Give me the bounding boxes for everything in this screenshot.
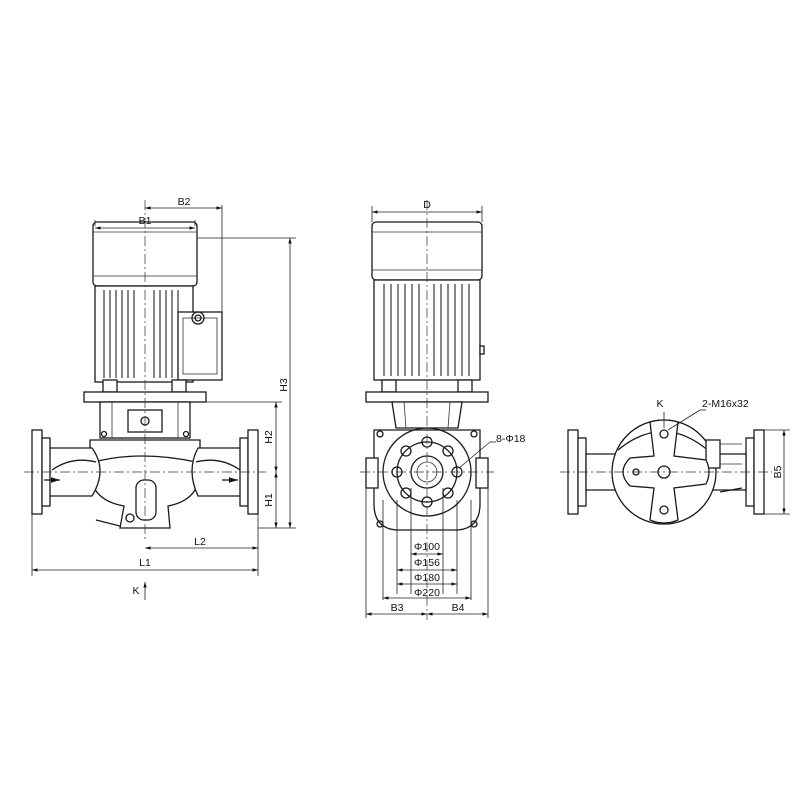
side-motor-cooling-fins bbox=[383, 284, 470, 376]
dim-thread: 2-M16x32 bbox=[702, 398, 749, 410]
top-view: K 2-M16x32 B5 bbox=[560, 398, 790, 525]
front-view: B1 B2 H3 H2 H1 L2 L1 K bbox=[24, 196, 296, 600]
dim-b5: B5 bbox=[772, 465, 784, 478]
motor-body bbox=[94, 285, 194, 383]
top-view-k-label: K bbox=[656, 398, 663, 410]
cable-gland bbox=[191, 311, 205, 325]
dim-l2: L2 bbox=[194, 536, 206, 548]
side-lantern-bracket bbox=[391, 401, 463, 429]
top-tapped-hole-2 bbox=[659, 505, 669, 515]
top-cross-support bbox=[622, 419, 710, 524]
dim-d: D bbox=[423, 199, 431, 211]
view-k-label: K bbox=[132, 585, 139, 597]
dim-b3: B3 bbox=[391, 602, 404, 614]
dim-dia-180: Φ180 bbox=[414, 572, 440, 584]
side-view: D 8-Φ18 Φ100 Φ156 Φ180 Φ220 B3 B4 bbox=[360, 199, 526, 620]
dim-b1: B1 bbox=[139, 215, 152, 227]
dim-dia-156: Φ156 bbox=[414, 557, 440, 569]
dim-dia-220: Φ220 bbox=[414, 587, 440, 599]
terminal-box bbox=[177, 311, 223, 381]
dim-b2: B2 bbox=[178, 196, 191, 208]
dim-h3: H3 bbox=[278, 378, 290, 392]
top-tapped-hole-1 bbox=[659, 429, 669, 439]
dim-h2: H2 bbox=[263, 430, 275, 444]
motor-cooling-fins bbox=[103, 290, 179, 378]
dim-bolt-holes: 8-Φ18 bbox=[496, 433, 526, 445]
pump-drain-boss bbox=[135, 479, 157, 521]
top-discharge-nozzle bbox=[705, 439, 721, 469]
dim-h1: H1 bbox=[263, 493, 275, 507]
dim-dia-100: Φ100 bbox=[414, 541, 440, 553]
dim-b4: B4 bbox=[452, 602, 465, 614]
dim-l1: L1 bbox=[139, 557, 151, 569]
